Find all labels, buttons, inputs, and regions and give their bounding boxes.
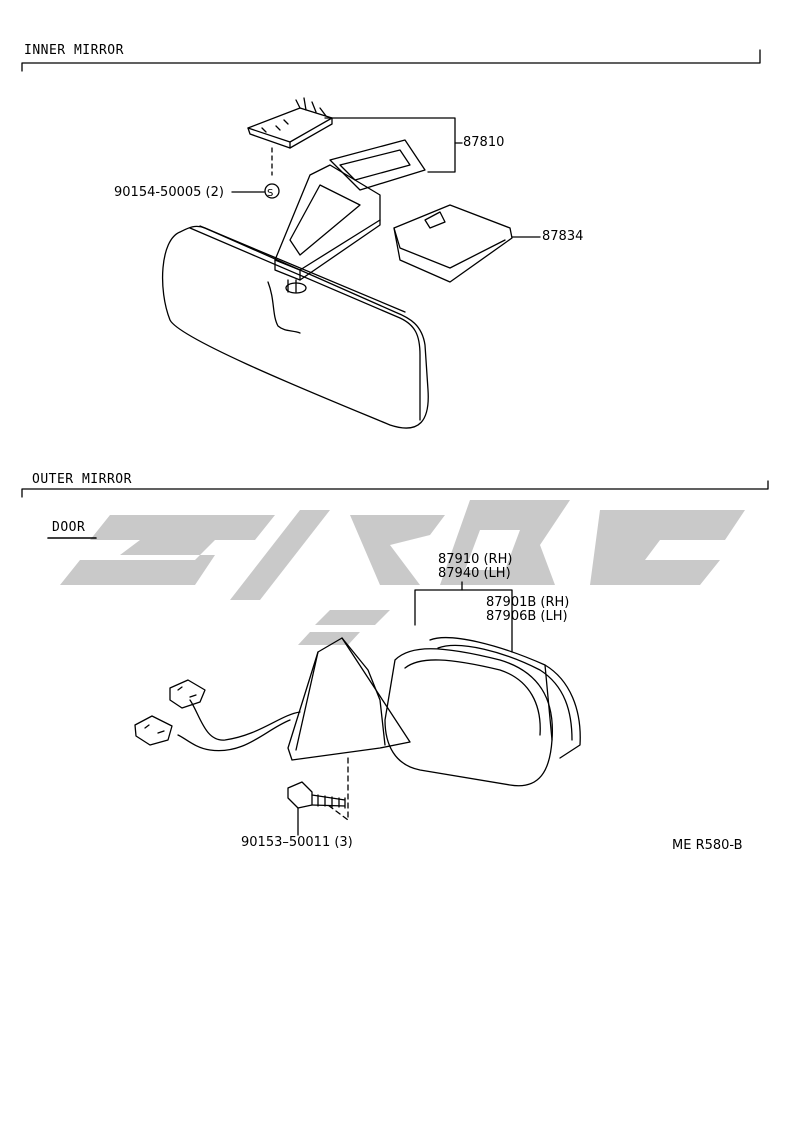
outer-mirror-title: OUTER MIRROR bbox=[32, 472, 132, 487]
bolt-90153 bbox=[287, 781, 346, 809]
callout-90154-50005: 90154-50005 (2) bbox=[114, 185, 224, 200]
callout-87810: 87810 bbox=[463, 135, 505, 150]
outer-mirror-housing bbox=[384, 637, 581, 787]
connector-upper bbox=[169, 679, 206, 709]
inner-mirror-title: INNER MIRROR bbox=[24, 43, 124, 58]
diagram-reference: ME R580-B bbox=[672, 838, 743, 853]
callout-87940-lh: 87940 (LH) bbox=[438, 566, 511, 581]
inner-section-bracket bbox=[21, 49, 761, 72]
outer-mirror-base bbox=[177, 637, 411, 761]
screw-symbol: S bbox=[267, 188, 273, 199]
connector-lower bbox=[134, 715, 173, 746]
mounting-plate bbox=[247, 97, 333, 149]
callout-87901b-rh: 87901B (RH) bbox=[486, 595, 570, 610]
inner-mirror-body bbox=[162, 225, 429, 429]
callout-87910-rh: 87910 (RH) bbox=[438, 552, 513, 567]
screw-symbol-ring bbox=[264, 183, 280, 199]
callout-87906b-lh: 87906B (LH) bbox=[486, 609, 568, 624]
mirror-cover bbox=[393, 204, 513, 283]
mirror-stay bbox=[274, 139, 426, 293]
door-subtitle: DOOR bbox=[52, 520, 86, 535]
callout-90153-50011: 90153–50011 (3) bbox=[241, 835, 353, 850]
callout-87834: 87834 bbox=[542, 229, 584, 244]
outer-section-bracket bbox=[21, 480, 769, 498]
